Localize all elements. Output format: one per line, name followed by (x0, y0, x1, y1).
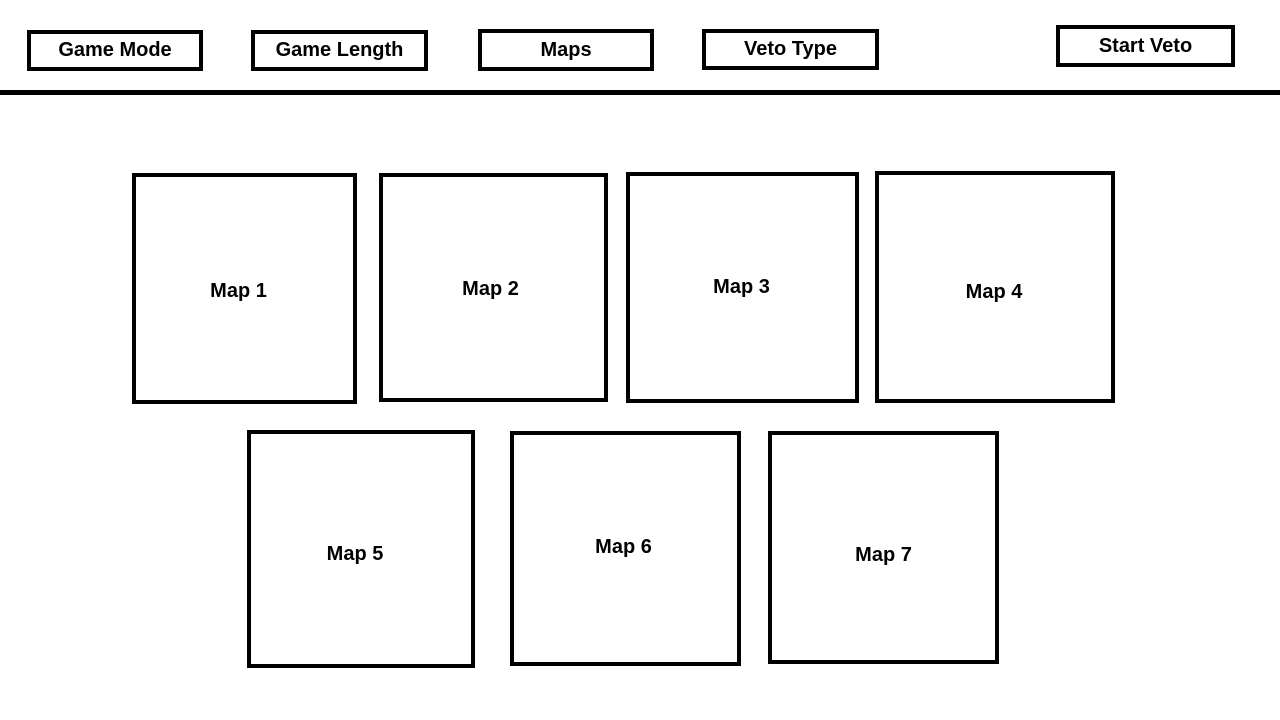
start-veto-button[interactable]: Start Veto (1056, 25, 1235, 67)
map-label: Map 7 (855, 544, 912, 566)
toolbar-divider (0, 90, 1280, 95)
maps-button[interactable]: Maps (478, 29, 654, 71)
game-mode-button[interactable]: Game Mode (27, 30, 203, 71)
map-tile-2[interactable]: Map 2 (379, 173, 608, 402)
game-length-button[interactable]: Game Length (251, 30, 428, 71)
map-tile-6[interactable]: Map 6 (510, 431, 741, 666)
map-label: Map 5 (326, 542, 384, 565)
map-label: Map 3 (713, 276, 770, 298)
veto-type-button[interactable]: Veto Type (702, 29, 879, 70)
map-tile-5[interactable]: Map 5 (247, 430, 475, 668)
map-label: Map 2 (462, 278, 519, 300)
map-label: Map 1 (210, 280, 267, 302)
map-label: Map 4 (965, 280, 1023, 303)
map-tile-7[interactable]: Map 7 (768, 431, 999, 664)
map-label: Map 6 (595, 536, 652, 558)
map-tile-3[interactable]: Map 3 (626, 172, 859, 403)
map-tile-4[interactable]: Map 4 (875, 171, 1115, 403)
map-tile-1[interactable]: Map 1 (132, 173, 357, 404)
